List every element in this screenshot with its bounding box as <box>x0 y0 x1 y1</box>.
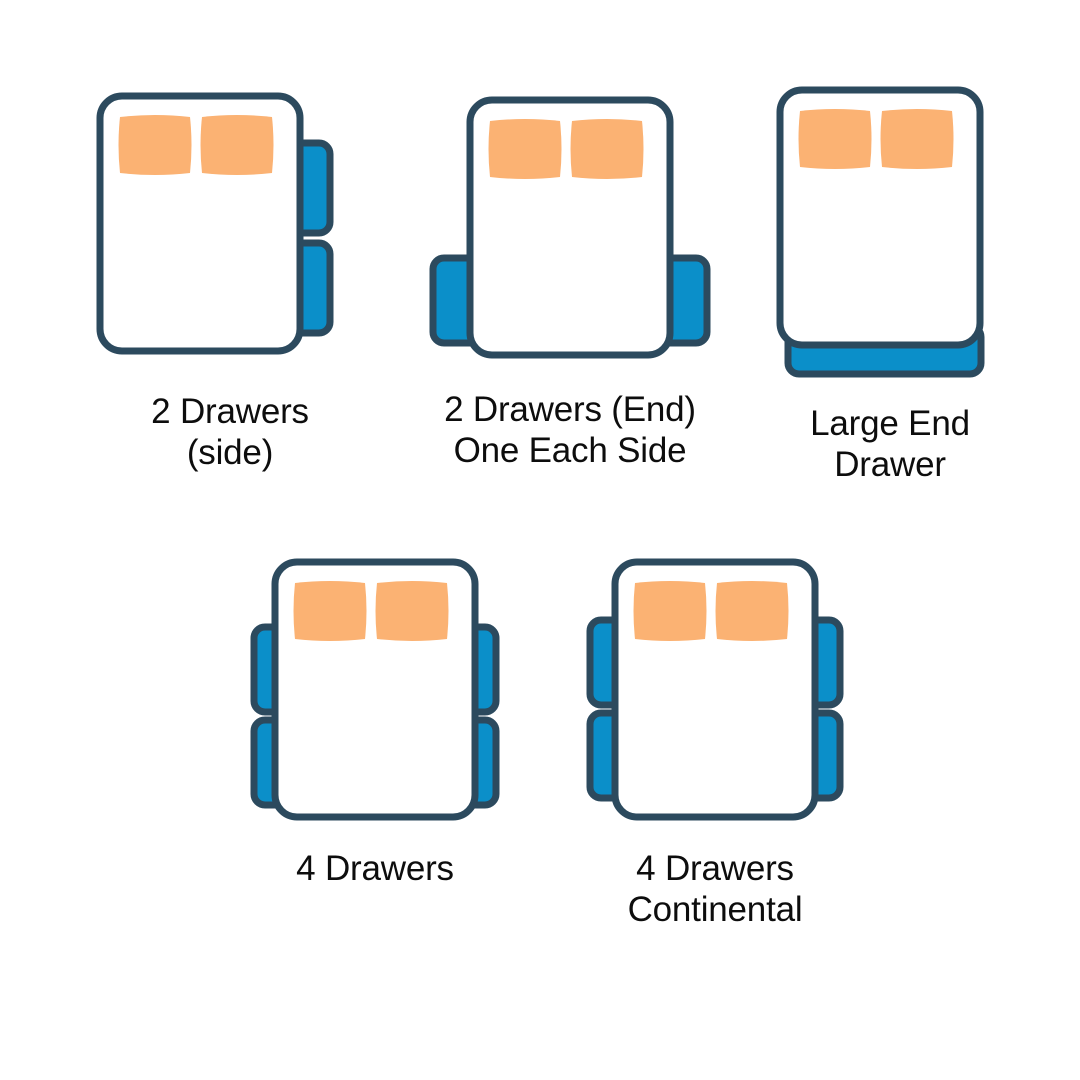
bed-icon-4-drawers <box>250 558 500 821</box>
pillow-right <box>880 109 954 169</box>
bed-icon-large-end-drawer <box>776 86 985 378</box>
pillow-left <box>633 581 707 641</box>
bed-option-4-drawers[interactable]: 4 Drawers <box>225 552 525 890</box>
pillow-right <box>570 119 644 179</box>
pillow-left <box>293 581 367 641</box>
pillow-group <box>488 119 644 179</box>
bed-icon-4-drawers-continental <box>586 558 844 821</box>
pillow-group <box>293 581 449 641</box>
bed-icon-2-drawers-side <box>96 92 334 355</box>
bed-label-large-end-drawer: Large End Drawer <box>810 404 970 484</box>
pillow-group <box>118 115 274 175</box>
pillow-right <box>715 581 789 641</box>
pillow-group <box>798 109 954 169</box>
bed-icon-2-drawers-end <box>429 96 711 359</box>
pillow-group <box>633 581 789 641</box>
bed-label-2-drawers-side: 2 Drawers (side) <box>151 392 309 472</box>
bed-option-2-drawers-side[interactable]: 2 Drawers (side) <box>60 86 400 474</box>
pillow-left <box>488 119 562 179</box>
bed-option-4-drawers-continental[interactable]: 4 Drawers Continental <box>565 552 865 931</box>
pillow-left <box>118 115 192 175</box>
pillow-right <box>375 581 449 641</box>
pillow-right <box>200 115 274 175</box>
pillow-left <box>798 109 872 169</box>
bed-label-4-drawers: 4 Drawers <box>296 849 454 888</box>
bed-option-large-end-drawer[interactable]: Large End Drawer <box>740 78 1040 486</box>
bed-option-2-drawers-end[interactable]: 2 Drawers (End) One Each Side <box>395 86 745 472</box>
bed-label-2-drawers-end: 2 Drawers (End) One Each Side <box>444 390 696 470</box>
bed-label-4-drawers-continental: 4 Drawers Continental <box>627 849 803 929</box>
